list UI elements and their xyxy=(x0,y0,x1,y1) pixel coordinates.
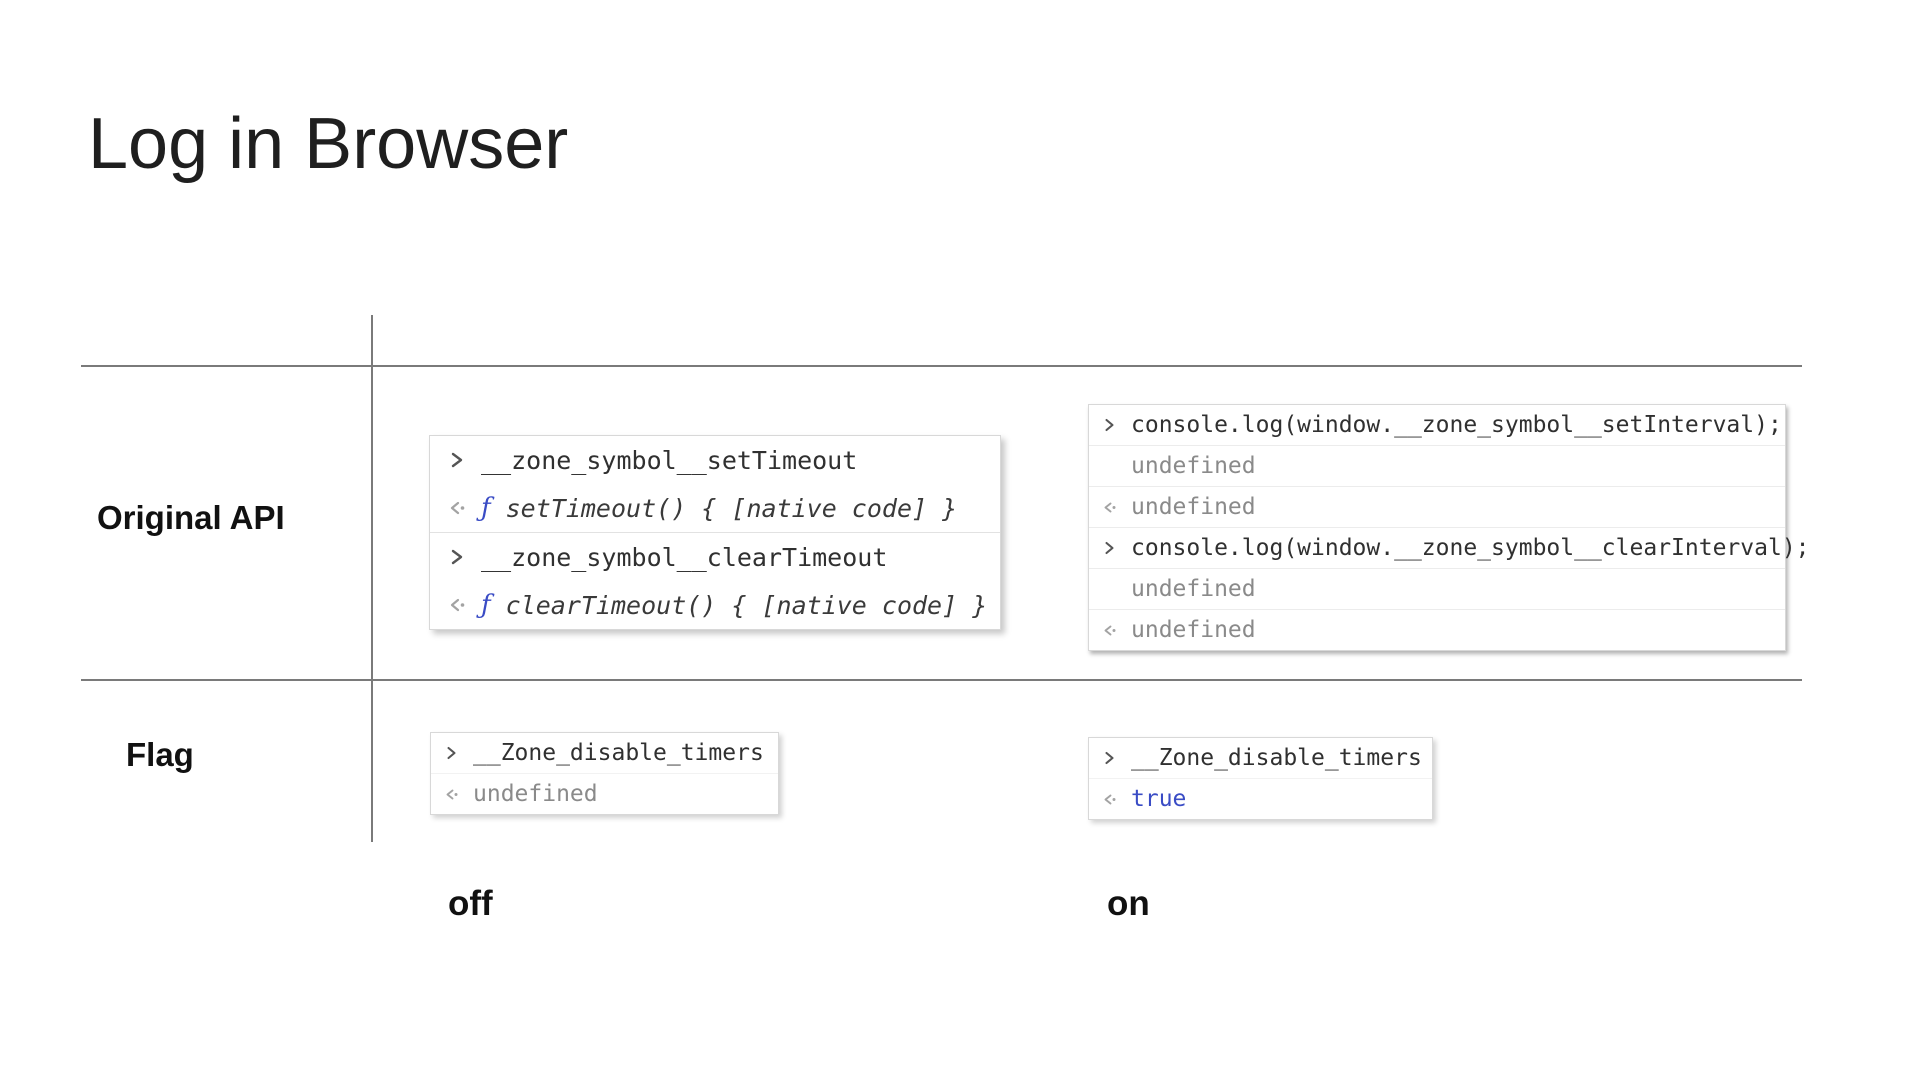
console-log-text: undefined xyxy=(1131,576,1256,602)
console-screenshot-original-api-off: __zone_symbol__setTimeout ƒ setTimeout()… xyxy=(429,435,1001,630)
console-input-line: __zone_symbol__clearTimeout xyxy=(430,532,1000,581)
console-result-text: true xyxy=(1131,786,1187,812)
console-result-text: setTimeout() { [native code] } xyxy=(505,493,958,523)
console-input-line: __zone_symbol__setTimeout xyxy=(430,436,1000,484)
prompt-chevron-icon xyxy=(444,745,459,761)
table-horizontal-divider-top xyxy=(81,365,1802,367)
function-icon: ƒ xyxy=(481,493,491,523)
row-label-original-api: Original API xyxy=(97,499,285,536)
console-result-line: true xyxy=(1089,778,1432,819)
console-screenshot-flag-on: __Zone_disable_timers true xyxy=(1088,737,1433,820)
console-input-text: console.log(window.__zone_symbol__clearI… xyxy=(1131,535,1810,561)
console-screenshot-original-api-on: console.log(window.__zone_symbol__setInt… xyxy=(1088,404,1810,651)
prompt-chevron-icon xyxy=(1102,417,1117,433)
column-label-off: off xyxy=(448,884,493,923)
console-result-text: undefined xyxy=(1131,617,1256,643)
prompt-chevron-icon xyxy=(448,450,466,470)
console-input-text: __Zone_disable_timers xyxy=(473,740,764,766)
console-input-line: __Zone_disable_timers xyxy=(431,733,778,773)
console-result-line: ƒ setTimeout() { [native code] } xyxy=(430,484,1000,532)
console-result-text: clearTimeout() { [native code] } xyxy=(505,590,988,620)
console-log-line: undefined xyxy=(1089,568,1785,609)
table-vertical-divider xyxy=(371,315,373,842)
row-label-flag: Flag xyxy=(126,736,194,773)
return-arrow-icon xyxy=(444,787,459,802)
console-result-text: undefined xyxy=(473,781,598,807)
return-arrow-icon xyxy=(448,596,466,614)
return-arrow-icon xyxy=(1102,792,1117,807)
console-log-text: undefined xyxy=(1131,453,1256,479)
console-input-text: __zone_symbol__clearTimeout xyxy=(481,542,888,572)
console-input-text: console.log(window.__zone_symbol__setInt… xyxy=(1131,412,1782,438)
console-result-line: undefined xyxy=(1089,486,1785,527)
slide-title: Log in Browser xyxy=(88,104,569,184)
return-arrow-icon xyxy=(1102,623,1117,638)
prompt-chevron-icon xyxy=(1102,750,1117,766)
prompt-chevron-icon xyxy=(448,547,466,567)
function-icon: ƒ xyxy=(481,590,491,620)
console-input-line: __Zone_disable_timers xyxy=(1089,738,1432,778)
console-result-line: ƒ clearTimeout() { [native code] } xyxy=(430,581,1000,629)
console-input-text: __zone_symbol__setTimeout xyxy=(481,445,858,475)
console-result-line: undefined xyxy=(1089,609,1785,650)
table-horizontal-divider-bottom xyxy=(81,679,1802,681)
console-input-line: console.log(window.__zone_symbol__setInt… xyxy=(1089,405,1785,445)
console-input-line: console.log(window.__zone_symbol__clearI… xyxy=(1089,527,1810,568)
console-result-line: undefined xyxy=(431,773,778,814)
prompt-chevron-icon xyxy=(1102,540,1117,556)
console-screenshot-flag-off: __Zone_disable_timers undefined xyxy=(430,732,779,815)
console-result-text: undefined xyxy=(1131,494,1256,520)
console-input-text: __Zone_disable_timers xyxy=(1131,745,1422,771)
column-label-on: on xyxy=(1107,884,1150,923)
console-log-line: undefined xyxy=(1089,445,1785,486)
return-arrow-icon xyxy=(1102,500,1117,515)
return-arrow-icon xyxy=(448,499,466,517)
